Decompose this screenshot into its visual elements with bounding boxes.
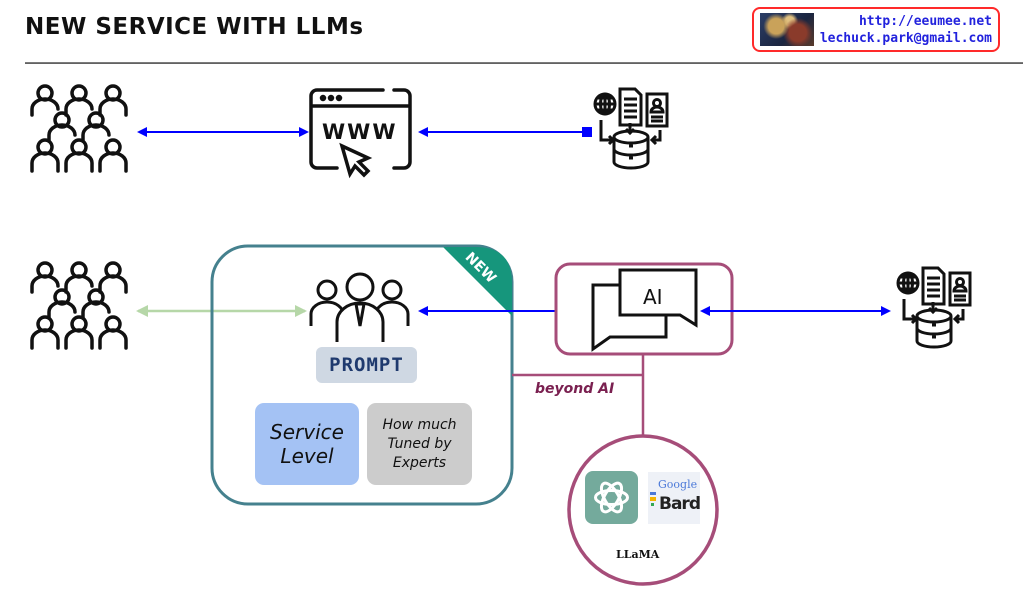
data-sources-database-icon	[896, 266, 972, 349]
contact-url-link[interactable]: http://eeumee.net	[858, 14, 992, 29]
bard-label: Bard	[659, 494, 701, 514]
people-group-icon	[30, 261, 128, 350]
web-browser-cursor-icon	[309, 88, 412, 179]
ai-label: AI	[643, 285, 663, 309]
beyond-ai-label: beyond AI	[535, 381, 615, 397]
business-people-icon	[309, 272, 410, 342]
beyond-ai-connector	[512, 354, 645, 437]
llama-label: LLaMA	[616, 548, 660, 561]
painting-thumbnail-icon	[760, 13, 814, 46]
chatgpt-logo-icon	[585, 471, 638, 524]
contact-email-link[interactable]: lechuck.park@gmail.com	[819, 31, 992, 46]
data-sources-database-icon	[593, 87, 669, 170]
service-level-box: Service Level	[255, 403, 359, 485]
bard-google-label: Google	[658, 478, 698, 491]
title-divider	[25, 62, 1023, 64]
llm-models-circle	[567, 434, 719, 586]
people-group-icon	[30, 84, 128, 173]
connector-square	[582, 127, 592, 137]
prompt-tag: PROMPT	[316, 347, 417, 383]
www-label: WWW	[322, 120, 398, 144]
chat-bubbles-ai-icon	[591, 268, 698, 352]
tuned-by-experts-label: How much Tuned by Experts	[382, 416, 457, 471]
page-title: NEW SERVICE WITH LLMs	[25, 14, 364, 40]
tuned-by-experts-box: How much Tuned by Experts	[367, 403, 472, 485]
contact-box: http://eeumee.net lechuck.park@gmail.com	[752, 7, 1000, 52]
google-bard-logo-icon: Google Bard	[648, 472, 701, 524]
service-level-label: Service Level	[270, 420, 344, 468]
new-badge-ribbon	[443, 247, 512, 316]
